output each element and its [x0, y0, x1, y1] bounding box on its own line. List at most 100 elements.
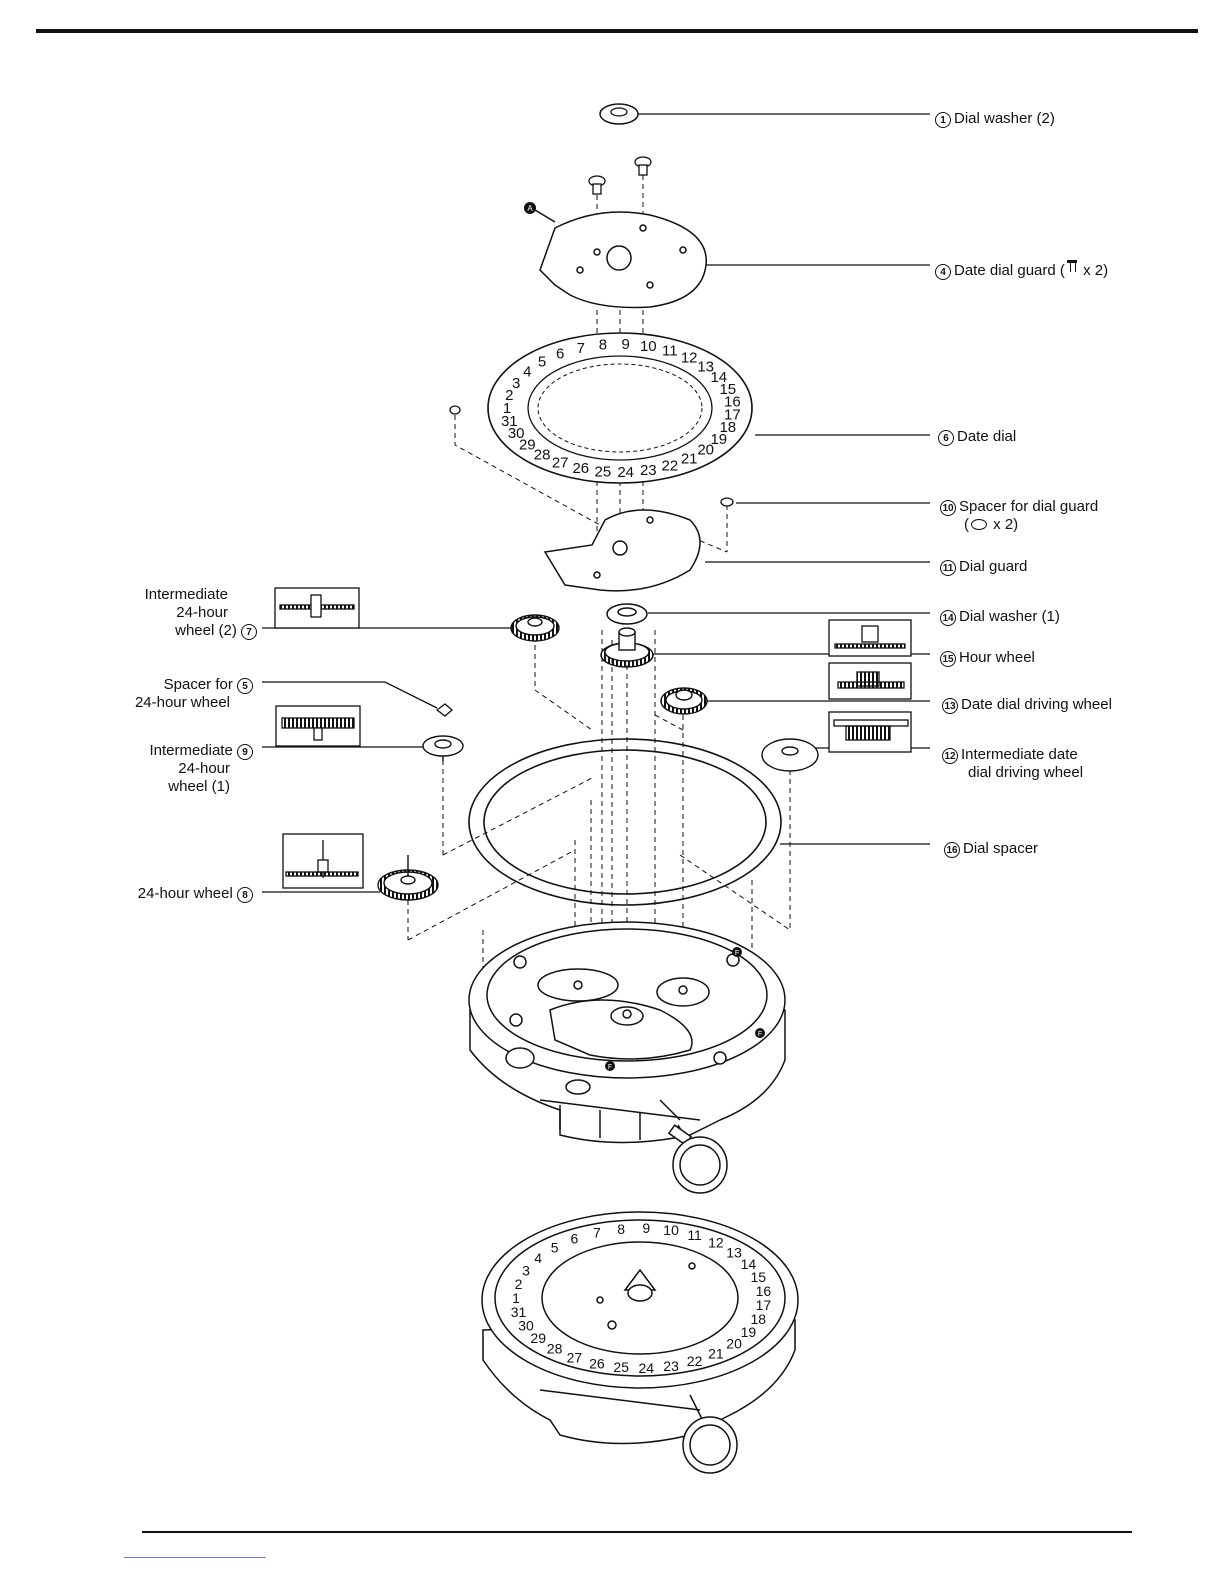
date-dial-driving-wheel-part	[660, 687, 708, 715]
date-number: 5	[538, 354, 546, 371]
dial-washer-1-part	[606, 603, 648, 625]
date-number: 27	[567, 1349, 583, 1365]
dial-spacer-part	[468, 738, 782, 906]
label-line2-suffix: x 2)	[989, 516, 1019, 533]
date-number: 20	[697, 442, 714, 459]
label-text-line2: 24-hour wheel	[134, 694, 230, 711]
inset-boxes	[274, 587, 912, 889]
date-number: 13	[726, 1244, 742, 1260]
callout-f: F	[608, 1064, 612, 1071]
date-number: 20	[726, 1336, 742, 1352]
number-badge: 5	[237, 678, 253, 694]
date-dial-guard-part	[534, 209, 707, 309]
date-number: 16	[756, 1283, 772, 1299]
number-badge: 6	[938, 430, 954, 446]
label-text: Dial washer (1)	[959, 608, 1060, 625]
date-number: 26	[572, 460, 589, 477]
number-badge: 12	[942, 748, 958, 764]
date-number: 3	[512, 375, 520, 392]
label-text-line1: Intermediate	[144, 586, 228, 603]
label-text: Dial guard	[959, 558, 1028, 575]
date-number: 23	[663, 1358, 679, 1374]
number-badge: 9	[237, 744, 253, 760]
callout-f-labels: F F F	[608, 950, 762, 1071]
leader-spacer-24h	[262, 681, 438, 709]
date-number: 9	[642, 1220, 650, 1236]
number-badge: 13	[942, 698, 958, 714]
date-number: 8	[617, 1221, 625, 1237]
number-badge: 10	[940, 500, 956, 516]
date-number: 21	[708, 1345, 724, 1361]
date-number: 10	[640, 338, 657, 355]
date-number: 2	[505, 387, 513, 404]
date-number: 1	[512, 1290, 520, 1306]
date-number: 14	[741, 1256, 757, 1272]
24h-wheel-part	[377, 855, 439, 901]
label-text: Date dial	[957, 428, 1017, 445]
date-number: 2	[515, 1276, 523, 1292]
number-badge: 11	[940, 560, 956, 576]
spacer-left-part	[449, 405, 461, 415]
date-number: 4	[523, 363, 531, 380]
date-number: 16	[724, 394, 741, 411]
date-number: 22	[661, 458, 678, 475]
date-number: 22	[687, 1353, 703, 1369]
date-number: 28	[547, 1341, 563, 1357]
date-number: 14	[710, 369, 727, 386]
number-badge: 15	[940, 651, 956, 667]
callout-f: F	[758, 1031, 762, 1038]
date-number: 19	[741, 1324, 757, 1340]
top-rule	[36, 29, 1198, 33]
date-number: 30	[508, 425, 525, 442]
date-number: 18	[719, 419, 736, 436]
label-text-line3: wheel (1)	[168, 778, 230, 795]
spacer-24h-wheel-part	[435, 703, 453, 717]
label-text-line2: dial driving wheel	[968, 764, 1084, 781]
dial-guard-part	[543, 509, 701, 592]
label-text: Date dial driving wheel	[961, 696, 1112, 713]
date-number: 1	[503, 400, 511, 417]
screw-parts	[588, 156, 652, 195]
label-intermediate-24h-wheel-1: Intermediate 9 24-hour wheel (1)	[110, 742, 256, 796]
label-text: Hour wheel	[959, 649, 1035, 666]
date-number: 18	[751, 1311, 767, 1327]
date-number: 6	[571, 1231, 579, 1247]
label-text: Dial washer (2)	[954, 110, 1055, 127]
date-number: 7	[593, 1224, 601, 1240]
date-number: 29	[530, 1330, 546, 1346]
date-number: 7	[577, 340, 585, 357]
date-number: 24	[639, 1360, 655, 1376]
label-text-line1: Spacer for	[163, 676, 233, 693]
number-badge: 1	[935, 112, 951, 128]
date-number: 9	[622, 336, 630, 353]
date-number: 31	[501, 413, 518, 430]
label-text-line3: wheel (2)	[175, 622, 237, 639]
intermediate-24h-wheel-2-part	[510, 614, 560, 642]
label-line2-prefix: (	[964, 516, 969, 533]
movement-lower-part	[481, 1211, 799, 1474]
number-badge: 16	[944, 842, 960, 858]
date-number: 3	[522, 1262, 530, 1278]
dial-washer-2-part	[599, 103, 639, 125]
number-badge: 8	[237, 887, 253, 903]
date-dial-part	[487, 332, 753, 484]
date-number: 17	[756, 1297, 772, 1313]
footer-underline	[124, 1557, 266, 1558]
spacer-icon	[971, 519, 987, 530]
date-number: 17	[724, 407, 741, 424]
date-number: 15	[751, 1269, 767, 1285]
date-number: 15	[719, 381, 736, 398]
date-number: 19	[710, 431, 727, 448]
date-number: 30	[518, 1318, 534, 1334]
intermediate-24h-wheel-1-part	[422, 735, 464, 762]
date-number: 28	[534, 446, 551, 463]
